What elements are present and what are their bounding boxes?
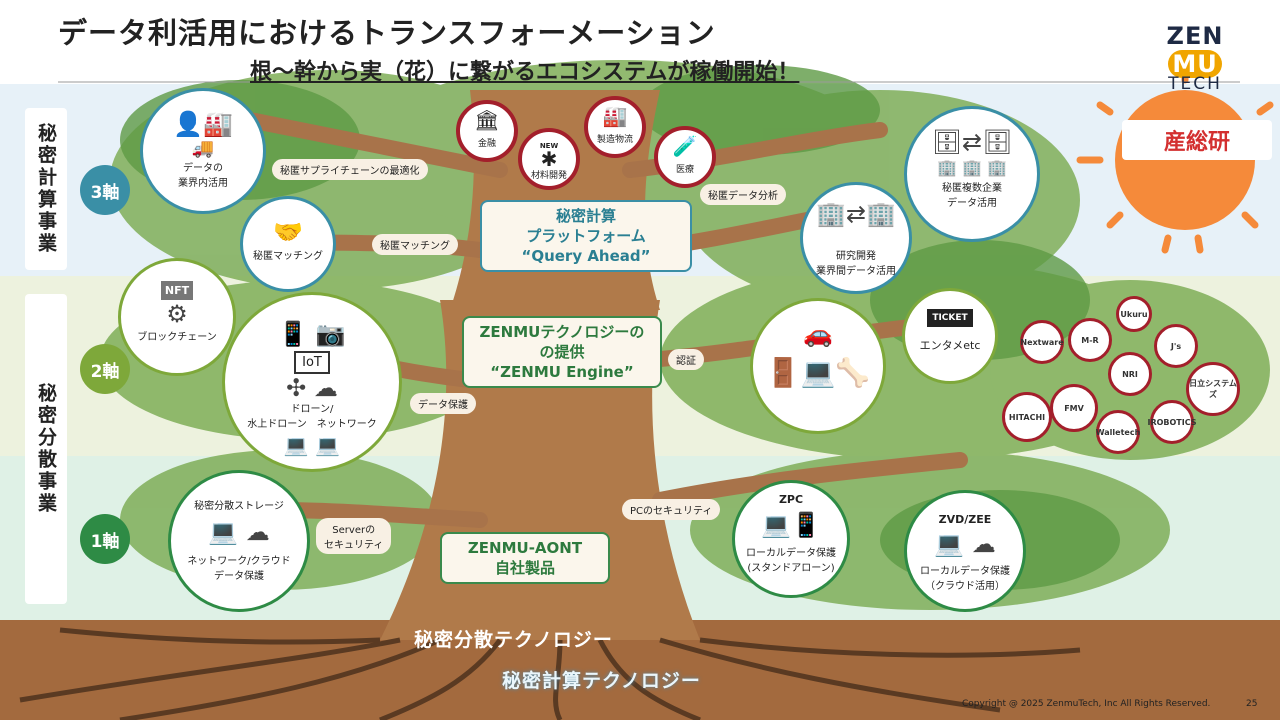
distribution-technology-label: 秘密分散テクノロジー <box>414 629 613 651</box>
red-circle-medical: 🧪医療 <box>654 126 716 188</box>
circle-blockchain: NFT ⚙ ブロックチェーン <box>118 258 236 376</box>
buildings-exchange-icon: 🏢⇄🏢 <box>816 200 896 228</box>
partner-logo: Walletech <box>1096 410 1140 454</box>
blockchain-nodes-icon: ⚙ <box>166 300 188 328</box>
iot-chip-icon: IoT <box>294 351 330 374</box>
partner-logo: 日立システムズ <box>1186 362 1240 416</box>
query-ahead-box: 秘密計算 プラットフォーム “Query Ahead” <box>480 200 692 272</box>
axis2-badge: 2軸 <box>80 344 130 394</box>
ticket-icon: TICKET <box>927 309 973 327</box>
page-number: 25 <box>1246 699 1258 709</box>
circle-entertainment: TICKET エンタメetc <box>902 288 998 384</box>
circle-authentication: 🚗 🚪💻🦴 <box>750 298 886 434</box>
red-circle-materials: NEW ✱ 材料開発 <box>518 128 580 190</box>
drone-cloud-icon: ✣ ☁ <box>286 374 338 402</box>
page-title: データ利活用におけるトランスフォーメーション <box>58 16 716 50</box>
buildings-icon: 🏢 🏢 🏢 <box>937 158 1007 177</box>
computation-business-label: 秘密計算事業 <box>25 108 67 270</box>
partner-logo: Ukuru <box>1116 296 1152 332</box>
distribution-business-label: 秘密分散事業 <box>25 294 67 604</box>
circle-research: 🏢⇄🏢 研究開発 業界間データ活用 <box>800 182 912 294</box>
copyright: Copyright @ 2025 ZenmuTech, Inc All Righ… <box>962 699 1211 709</box>
pill-server-security: Serverの セキュリティ <box>316 518 392 554</box>
partner-logo: J's <box>1154 324 1198 368</box>
laptop-phone-icon: 💻📱 <box>761 511 821 539</box>
nft-icon: NFT <box>160 281 194 300</box>
phone-key-icon: 📱 📷 <box>278 320 346 348</box>
circle-multi-company: 🗄⇄🗄 🏢 🏢 🏢 秘匿複数企業 データ活用 <box>904 106 1040 242</box>
zenmu-logo: ZENMU TECH <box>1166 22 1224 94</box>
bank-icon: 🏛 <box>474 108 500 132</box>
pill-matching: 秘匿マッチング <box>372 234 458 255</box>
pill-pc-security: PCのセキュリティ <box>622 499 721 520</box>
pill-auth: 認証 <box>668 349 704 370</box>
new-badge-icon: ✱ <box>540 147 558 171</box>
person-factory-icon: 👤🏭 <box>173 110 233 138</box>
pill-supply-chain: 秘匿サプライチェーンの最適化 <box>272 159 428 180</box>
aist-logo: 産総研 <box>1122 120 1272 160</box>
circle-zvd: ZVD/ZEE 💻 ☁ ローカルデータ保護 （クラウド活用） <box>904 490 1026 612</box>
laptop-cloud-icon: 💻 ☁ <box>934 530 996 558</box>
test-tube-icon: 🧪 <box>672 134 698 158</box>
zenmu-engine-box: ZENMUテクノロジーの の提供 “ZENMU Engine” <box>462 316 662 388</box>
door-laptop-xray-icon: 🚪💻🦴 <box>765 356 871 389</box>
circle-inhouse-data: 👤🏭 🚚 データの 業界内活用 <box>140 88 266 214</box>
factory-truck-icon: 🏭 <box>602 104 628 128</box>
zenmu-aont-box: ZENMU-AONT 自社製品 <box>440 532 610 584</box>
page-subtitle: 根～幹から実（花）に繋がるエコシステムが稼働開始！ <box>250 60 800 85</box>
circle-storage: 秘密分散ストレージ 💻 ☁ ネットワーク/クラウド データ保護 <box>168 470 310 612</box>
red-circle-logistics: 🏭製造物流 <box>584 96 646 158</box>
axis3-badge: 3軸 <box>80 165 130 215</box>
circle-zpc: ZPC 💻📱 ローカルデータ保護 (スタンドアローン) <box>732 480 850 598</box>
computation-technology-label: 秘密計算テクノロジー <box>502 670 701 692</box>
circle-matching: 🤝 秘匿マッチング <box>240 196 336 292</box>
partner-logo: Nextware <box>1020 320 1064 364</box>
roots <box>19 627 1081 720</box>
pill-data-analysis: 秘匿データ分析 <box>700 184 786 205</box>
partner-logo: FMV <box>1050 384 1098 432</box>
partner-logo: HITACHI <box>1002 392 1052 442</box>
red-circle-finance: 🏛金融 <box>456 100 518 162</box>
partner-logo: IROBOTICS <box>1147 400 1197 444</box>
truck-icon: 🚚 <box>191 138 215 159</box>
pill-data-protection: データ保護 <box>410 393 476 414</box>
laptop-icon: 💻 💻 <box>283 433 341 457</box>
server-network-icon: 🗄⇄🗄 <box>931 128 1013 156</box>
axis1-badge: 1軸 <box>80 514 130 564</box>
handshake-icon: 🤝 <box>273 218 303 246</box>
sun-icon <box>1076 66 1274 254</box>
laptop-cloud-icon: 💻 ☁ <box>208 518 270 546</box>
partner-logo: NRI <box>1108 352 1152 396</box>
partner-logo: M-R <box>1068 318 1112 362</box>
car-icon: 🚗 <box>803 320 833 348</box>
circle-iot: 📱 📷 IoT ✣ ☁ ドローン/ 水上ドローン ネットワーク 💻 💻 <box>222 292 402 472</box>
